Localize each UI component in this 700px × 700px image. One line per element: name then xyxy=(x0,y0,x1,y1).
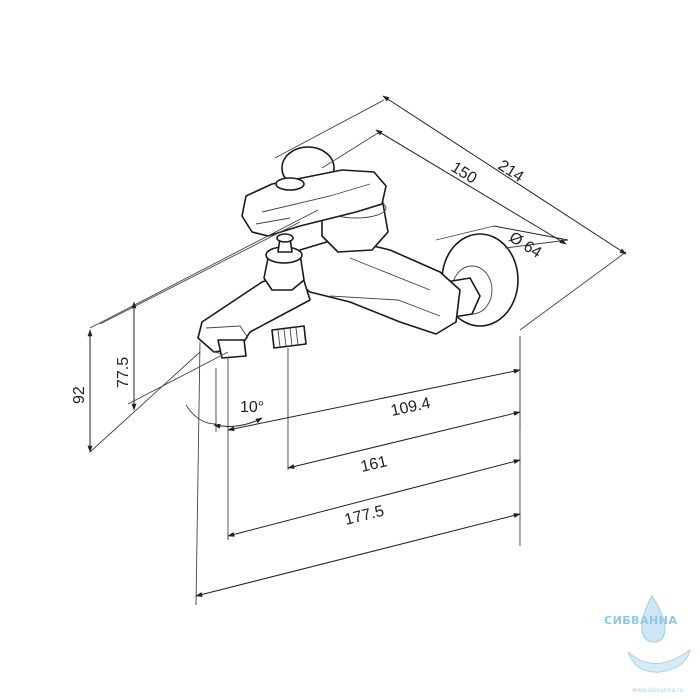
watermark-brand: СИБВАННА xyxy=(604,614,678,627)
dim-label-177-5: 177.5 xyxy=(343,503,386,529)
dim-arc-10 xyxy=(213,417,263,429)
hose-thread xyxy=(271,325,307,349)
dim-line-177-5 xyxy=(195,513,521,597)
dim-label-angle: 10° xyxy=(240,399,264,416)
dim-label-214: 214 xyxy=(495,157,527,186)
bathtub-icon xyxy=(627,648,691,673)
dim-line-109-4 xyxy=(227,368,521,432)
watermark-logo: СИБВАННА www.sibvanna.ru xyxy=(604,595,691,694)
faucet-body xyxy=(197,146,519,359)
watermark-url: www.sibvanna.ru xyxy=(632,687,684,694)
dim-label-161: 161 xyxy=(359,453,389,476)
dim-line-161 xyxy=(287,411,521,469)
dim-line-diameter xyxy=(493,225,569,241)
dim-label-109-4: 109.4 xyxy=(389,395,432,420)
water-drop-icon xyxy=(641,595,666,643)
dim-line-150 xyxy=(375,129,567,245)
dim-label-77-5: 77.5 xyxy=(115,357,132,388)
dim-label-150: 150 xyxy=(448,159,480,188)
dimension-lines xyxy=(87,95,627,597)
mixer-body xyxy=(291,237,461,335)
dim-label-92: 92 xyxy=(71,386,88,404)
